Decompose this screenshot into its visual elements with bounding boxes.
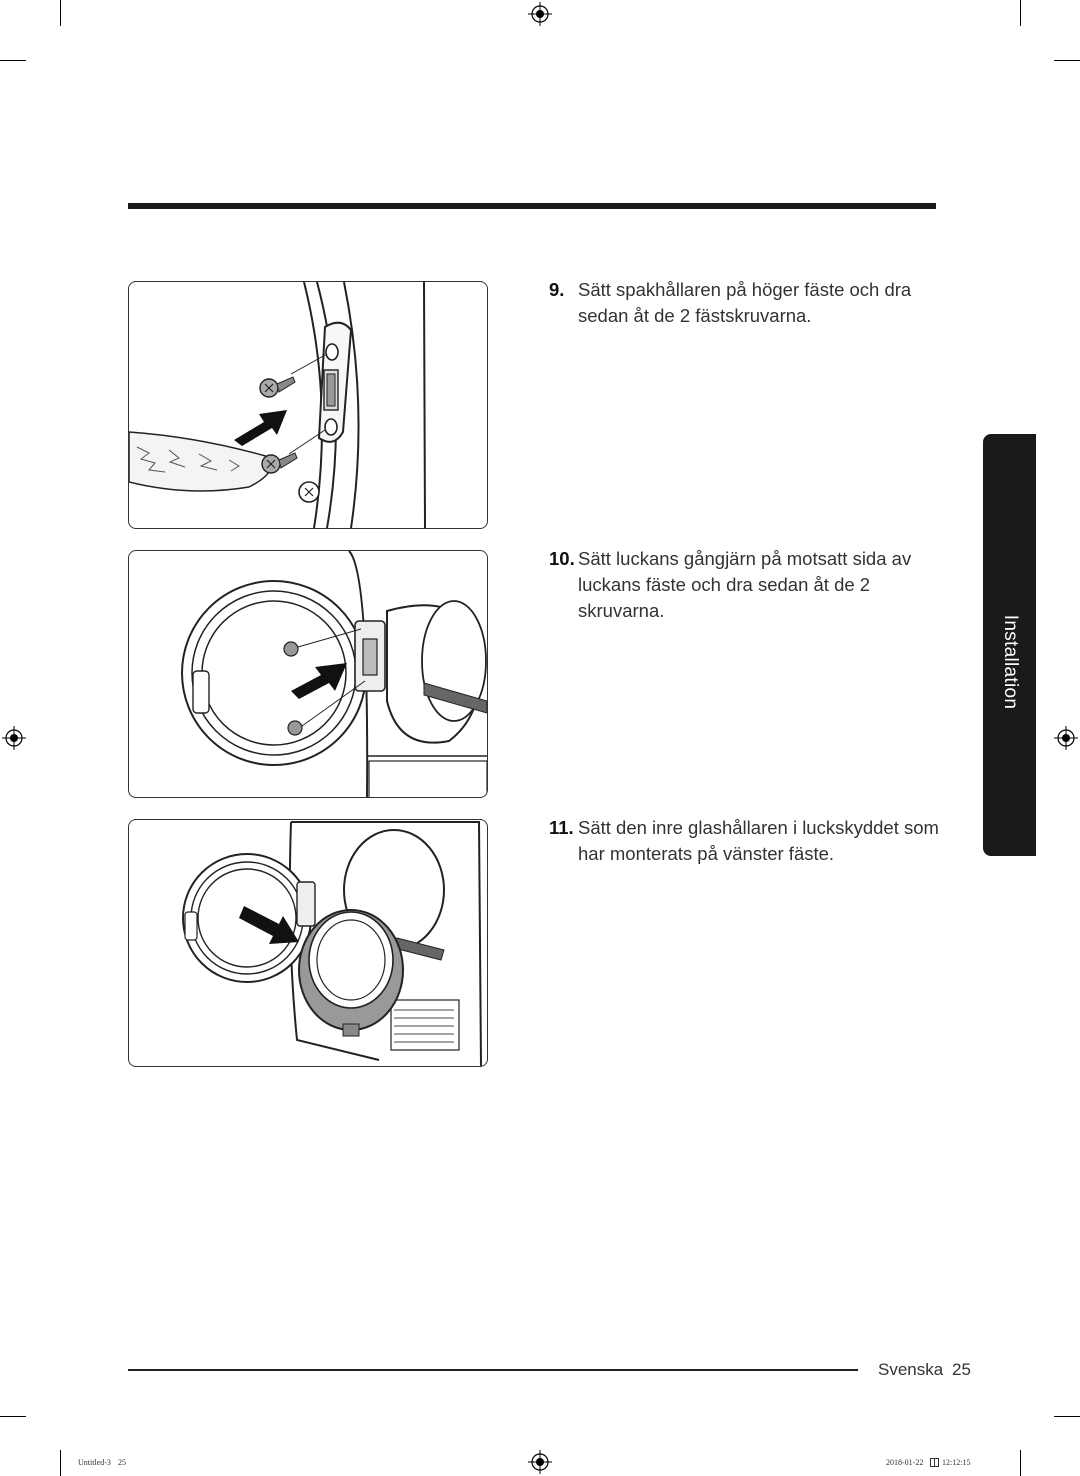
illustration-step-11 bbox=[128, 819, 488, 1067]
registration-mark-icon bbox=[1054, 726, 1078, 750]
step-text: Sätt spakhållaren på höger fäste och dra… bbox=[578, 279, 912, 326]
section-tab-label: Installation bbox=[999, 614, 1021, 710]
header-rule bbox=[128, 203, 936, 209]
illustration-step-10 bbox=[128, 550, 488, 798]
registration-mark-icon bbox=[528, 2, 552, 26]
print-date: 2018-01-22 bbox=[886, 1458, 924, 1467]
glass-holder-illustration bbox=[182, 821, 482, 1066]
crop-mark bbox=[60, 1450, 61, 1476]
clock-icon bbox=[930, 1458, 939, 1467]
page-number: 25 bbox=[952, 1360, 971, 1379]
print-file-name: Untitled-3 bbox=[78, 1458, 111, 1467]
step-number: 9. bbox=[549, 279, 565, 300]
crop-mark bbox=[0, 1416, 26, 1417]
step-number: 10. bbox=[549, 548, 575, 569]
illustration-step-9 bbox=[128, 281, 488, 529]
crop-mark bbox=[1020, 0, 1021, 26]
crop-mark bbox=[60, 0, 61, 26]
section-tab: Installation bbox=[983, 434, 1036, 856]
registration-mark-icon bbox=[2, 726, 26, 750]
step-text: Sätt luckans gångjärn på motsatt sida av… bbox=[578, 548, 912, 621]
step-11: 11. Sätt den inre glashållaren i lucksky… bbox=[549, 815, 949, 867]
door-hinge-illustration bbox=[181, 551, 487, 797]
step-text: Sätt den inre glashållaren i luckskyddet… bbox=[578, 817, 939, 864]
footer-language: Svenska bbox=[878, 1360, 944, 1379]
crop-mark bbox=[1020, 1450, 1021, 1476]
crop-mark bbox=[1054, 60, 1080, 61]
crop-mark bbox=[0, 60, 26, 61]
step-10: 10. Sätt luckans gångjärn på motsatt sid… bbox=[549, 546, 949, 624]
footer-rule bbox=[128, 1369, 858, 1371]
bracket-screws-illustration bbox=[129, 282, 426, 528]
print-sheet: 25 bbox=[118, 1458, 126, 1467]
crop-mark bbox=[1054, 1416, 1080, 1417]
step-9: 9. Sätt spakhållaren på höger fäste och … bbox=[549, 277, 949, 329]
print-time: 12:12:15 bbox=[942, 1458, 971, 1467]
step-number: 11. bbox=[549, 817, 574, 838]
registration-mark-icon bbox=[528, 1450, 552, 1474]
